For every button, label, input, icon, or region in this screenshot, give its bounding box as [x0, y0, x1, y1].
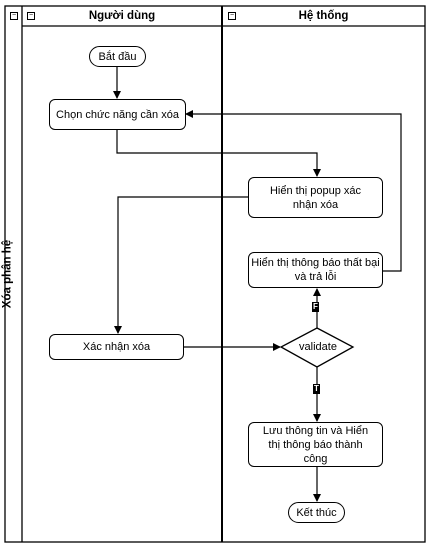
node-fail-message[interactable]: Hiển thị thông báo thất bại và trả lỗi	[248, 252, 383, 288]
node-show-popup[interactable]: Hiển thị popup xác nhận xóa	[248, 177, 383, 218]
pool-frame	[4, 5, 426, 543]
node-confirm-delete[interactable]: Xác nhận xóa	[49, 334, 184, 360]
edge-label-true: T	[313, 384, 320, 394]
node-end[interactable]: Kết thúc	[288, 502, 345, 523]
edge-popup-confirm	[114, 196, 248, 334]
node-start[interactable]: Bắt đầu	[89, 46, 146, 67]
lane-title-user: Người dùng	[88, 10, 156, 22]
lane-system-collapse-icon[interactable]: −	[228, 12, 236, 20]
node-save-success[interactable]: Lưu thông tin và Hiển thị thông báo thàn…	[248, 422, 383, 467]
edge-fail-choose	[185, 110, 402, 272]
node-choose-function[interactable]: Chọn chức năng cần xóa	[49, 99, 186, 130]
edge-label-false: F	[312, 302, 319, 312]
lane-user-collapse-icon[interactable]: −	[27, 12, 35, 20]
decision-validate-label[interactable]: validate	[299, 341, 337, 353]
pool-collapse-icon[interactable]: −	[10, 12, 18, 20]
decision-validate-diamond	[279, 327, 355, 368]
pool-title: Xóa phân hệ	[1, 239, 14, 309]
lane-title-system: Hệ thống	[298, 10, 349, 22]
edge-choose-popup	[116, 130, 321, 177]
